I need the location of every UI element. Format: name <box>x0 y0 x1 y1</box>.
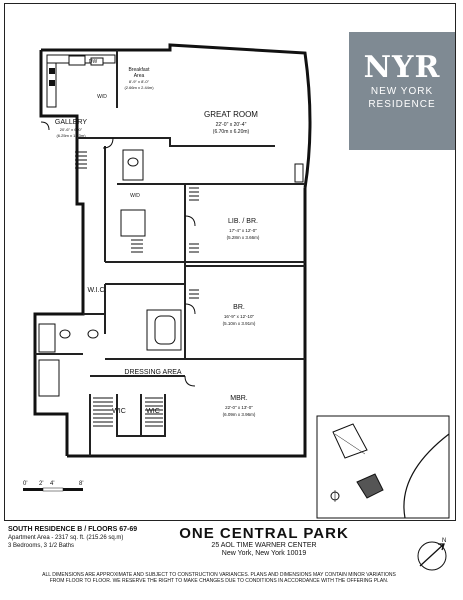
dishwasher-label: DW <box>89 59 98 65</box>
library-dims: 17'-4" x 12'-0" <box>229 228 257 233</box>
breakfast-label: Breakfast <box>128 67 150 73</box>
footer: SOUTH RESIDENCE B / FLOORS 67-69 Apartme… <box>4 522 456 598</box>
wic-label-2: WIC <box>112 408 126 415</box>
scale-tick-8: 8' <box>79 481 83 487</box>
scale-tick-2: 2' <box>39 481 43 487</box>
scale-tick-4: 4' <box>50 481 54 487</box>
bedroom-dims: 16'-9" x 12'-10" <box>224 314 255 319</box>
nyr-monogram: NYR <box>363 50 441 85</box>
north-arrow-icon: N <box>417 538 447 571</box>
great-room-label: GREAT ROOM <box>204 110 258 119</box>
building-name: ONE CENTRAL PARK <box>179 525 349 542</box>
exterior-walls <box>33 43 312 458</box>
address-line-2: New York, New York 10019 <box>221 550 307 557</box>
door-swings <box>40 121 196 387</box>
scale-bar: 0' 2' 4' 8' <box>23 481 83 492</box>
bathroom-fixtures <box>38 149 182 397</box>
building-info: ONE CENTRAL PARK 25 AOL TIME WARNER CENT… <box>154 525 374 558</box>
column <box>294 163 304 183</box>
disclaimer-line-2: FROM FLOOR TO FLOOR. WE RESERVE THE RIGH… <box>49 578 389 584</box>
master-bedroom-dims-metric: (6.09m x 3.96m) <box>223 412 256 417</box>
master-bedroom-label: MBR. <box>230 395 248 402</box>
bedrooms-baths: 3 Bedrooms, 3 1/2 Baths <box>8 543 75 549</box>
washer-dryer-label-2: W/D <box>130 193 140 199</box>
unit-info: SOUTH RESIDENCE B / FLOORS 67-69 Apartme… <box>8 526 137 550</box>
interior-walls <box>35 50 305 456</box>
logo-line-1: NEW YORK <box>370 86 434 97</box>
library-label: LIB. / BR. <box>228 218 258 225</box>
nyr-logo: NYR NEW YORK RESIDENCE <box>349 32 455 150</box>
washer-dryer-label-1: W/D <box>97 94 107 100</box>
north-label: N <box>442 538 446 544</box>
library-dims-metric: (5.28m x 3.66m) <box>227 235 260 240</box>
bedroom-dims-metric: (5.10m x 3.91m) <box>223 321 256 326</box>
floor-plan-drawing: GREAT ROOM 22'-0" x 20'-4" (6.70m x 6.20… <box>23 43 450 519</box>
breakfast-sub: Area <box>134 73 145 79</box>
dressing-area-label: DRESSING AREA <box>124 369 182 376</box>
gallery-label: GALLERY <box>55 119 87 126</box>
kitchen <box>46 54 116 108</box>
key-site-plan <box>316 415 450 519</box>
great-room-dims: 22'-0" x 20'-4" <box>216 122 247 128</box>
wic-label-3: WIC <box>146 408 160 415</box>
scale-tick-0: 0' <box>23 481 27 487</box>
breakfast-dims: 8'-9" x 8'-0" <box>129 79 150 84</box>
apartment-area: Apartment Area - 2317 sq. ft. (215.26 sq… <box>8 535 124 541</box>
closet-hatching <box>75 151 199 427</box>
disclaimer-line-1: ALL DIMENSIONS ARE APPROXIMATE AND SUBJE… <box>42 572 396 578</box>
logo-line-2: RESIDENCE <box>368 99 436 110</box>
address-line-1: 25 AOL TIME WARNER CENTER <box>211 542 317 549</box>
gallery-dims-metric: (6.25m x 1.83m) <box>56 133 86 138</box>
master-bedroom-dims: 22'-0" x 13'-0" <box>225 405 253 410</box>
wic-label-1: W.I.C. <box>87 287 106 294</box>
disclaimer: ALL DIMENSIONS ARE APPROXIMATE AND SUBJE… <box>24 572 414 584</box>
breakfast-dims-metric: (2.66m x 2.44m) <box>124 85 154 90</box>
great-room-dims-metric: (6.70m x 6.20m) <box>213 129 250 135</box>
floor-plan-sheet: GREAT ROOM 22'-0" x 20'-4" (6.70m x 6.20… <box>4 3 456 521</box>
room-labels: GREAT ROOM 22'-0" x 20'-4" (6.70m x 6.20… <box>55 59 260 417</box>
bedroom-label: BR. <box>233 304 245 311</box>
unit-title: SOUTH RESIDENCE B / FLOORS 67-69 <box>8 526 138 533</box>
gallery-dims: 20'-6" x 6'-0" <box>60 127 83 132</box>
